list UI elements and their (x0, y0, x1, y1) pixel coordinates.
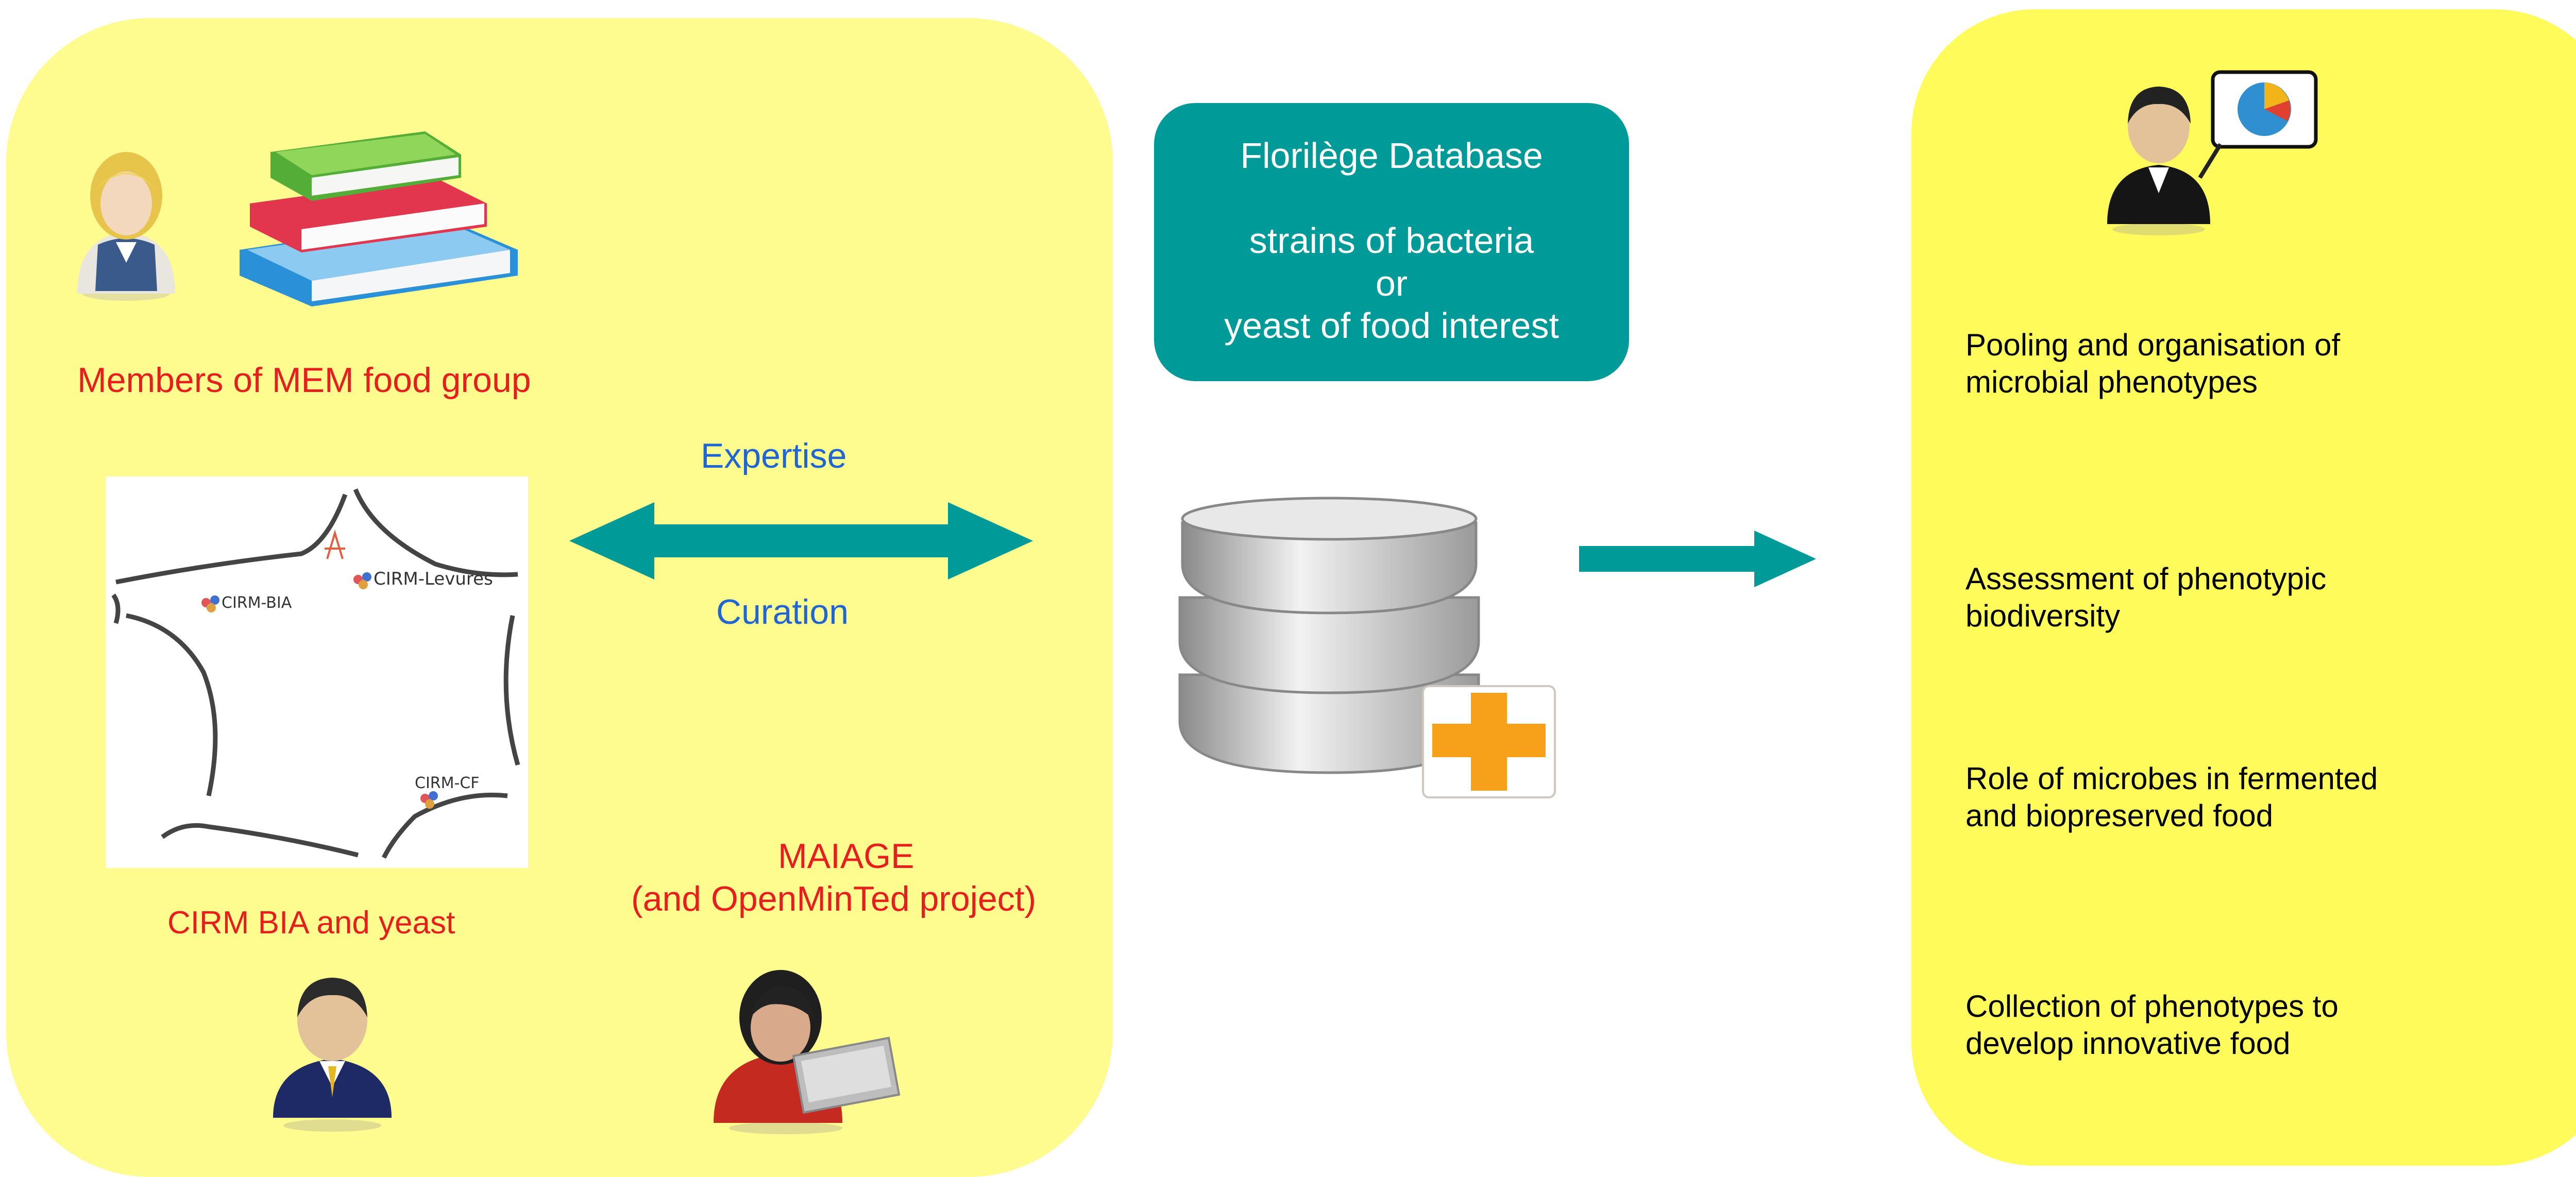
outcome-1: Pooling and organisation of microbial ph… (1965, 327, 2340, 401)
outcome-4-line-1: Collection of phenotypes to (1965, 989, 2338, 1024)
openminted-label: (and OpenMinTed project) (631, 879, 1037, 918)
france-map-icon: CIRM-Levures CIRM-BIA CIRM-CF (106, 476, 528, 868)
database-title: Florilège Database (1240, 135, 1543, 176)
database-line-1: strains of bacteria (1249, 220, 1534, 261)
map-label-bia: CIRM-BIA (222, 594, 292, 612)
map-label-cf: CIRM-CF (415, 774, 480, 792)
plus-icon (1422, 685, 1556, 798)
map-label-levures: CIRM-Levures (374, 569, 493, 589)
expertise-curation-double-arrow (567, 500, 1036, 582)
expertise-label: Expertise (701, 436, 847, 475)
outcome-2-line-2: biodiversity (1965, 599, 2121, 633)
presenter-chart-icon (2097, 67, 2324, 237)
outcome-1-line-2: microbial phenotypes (1965, 365, 2258, 399)
outcome-2-line-1: Assessment of phenotypic (1965, 561, 2327, 596)
curation-label: Curation (716, 592, 849, 632)
database-line-3: yeast of food interest (1224, 305, 1559, 346)
outcome-3: Role of microbes in fermented and biopre… (1965, 760, 2378, 834)
output-arrow (1577, 528, 1819, 590)
database-line-2: or (1375, 263, 1408, 303)
database-title-box: Florilège Database strains of bacteria o… (1154, 103, 1629, 381)
outcome-4: Collection of phenotypes to develop inno… (1965, 988, 2338, 1062)
cirm-label: CIRM BIA and yeast (167, 905, 455, 941)
outcome-1-line-1: Pooling and organisation of (1965, 328, 2341, 362)
books-icon (229, 95, 523, 312)
businessman-icon (268, 963, 397, 1133)
members-label: Members of MEM food group (77, 361, 531, 400)
outcome-4-line-2: develop innovative food (1965, 1026, 2291, 1061)
outcome-3-line-2: and biopreserved food (1965, 798, 2274, 833)
woman-user-icon (67, 139, 185, 304)
outcome-3-line-1: Role of microbes in fermented (1965, 761, 2378, 796)
woman-laptop-icon (708, 963, 904, 1138)
maiage-label: MAIAGE (778, 837, 914, 876)
database-icon (1175, 487, 1504, 786)
outcome-2: Assessment of phenotypic biodiversity (1965, 560, 2326, 635)
right-panel (1911, 9, 2576, 1166)
